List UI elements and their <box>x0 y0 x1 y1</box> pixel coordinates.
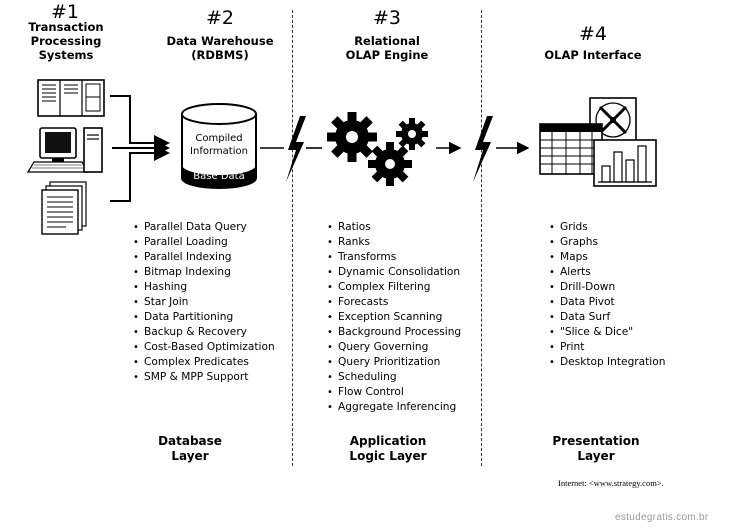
list-item: Graphs <box>549 235 665 250</box>
warehouse-feature-list: Parallel Data Query Parallel Loading Par… <box>133 220 275 385</box>
source-footnote: Internet: <www.strategy.com>. <box>558 478 664 488</box>
list-item: Print <box>549 340 665 355</box>
server-rack-icon <box>37 79 105 117</box>
list-item: SMP & MPP Support <box>133 370 275 385</box>
list-item: Backup & Recovery <box>133 325 275 340</box>
list-item: Query Prioritization <box>327 355 461 370</box>
cylinder-label-line1: Compiled <box>195 133 243 144</box>
list-item: Grids <box>549 220 665 235</box>
list-item: Star Join <box>133 295 275 310</box>
engine-feature-list: Ratios Ranks Transforms Dynamic Consolid… <box>327 220 461 415</box>
list-item: Forecasts <box>327 295 461 310</box>
list-item: Bitmap Indexing <box>133 265 275 280</box>
list-item: Parallel Indexing <box>133 250 275 265</box>
layer-label-application: Application Logic Layer <box>349 434 427 463</box>
lightning-bolt-icon <box>260 116 322 182</box>
documents-icon <box>41 181 87 235</box>
list-item: Aggregate Inferencing <box>327 400 461 415</box>
column-divider <box>481 10 482 466</box>
layer-label-database: Database Layer <box>158 434 222 463</box>
layer-label-presentation: Presentation Layer <box>552 434 640 463</box>
list-item: Ranks <box>327 235 461 250</box>
list-item: Complex Filtering <box>327 280 461 295</box>
list-item: Parallel Loading <box>133 235 275 250</box>
list-item: Parallel Data Query <box>133 220 275 235</box>
column-title: Data Warehouse (RDBMS) <box>166 34 274 62</box>
list-item: Complex Predicates <box>133 355 275 370</box>
data-warehouse-cylinder <box>181 103 257 189</box>
gears-icon <box>327 112 428 186</box>
lightning-bolt-icon <box>436 116 530 182</box>
column-title: Transaction Processing Systems <box>28 20 104 62</box>
interface-feature-list: Grids Graphs Maps Alerts Drill-Down Data… <box>549 220 665 370</box>
list-item: Flow Control <box>327 385 461 400</box>
cylinder-label-line2: Information <box>190 146 248 157</box>
list-item: Cost-Based Optimization <box>133 340 275 355</box>
source-arrows <box>110 95 170 202</box>
list-item: Query Governing <box>327 340 461 355</box>
watermark: estudegratis.com.br <box>615 512 709 523</box>
column-number: #2 <box>205 7 234 29</box>
list-item: Data Pivot <box>549 295 665 310</box>
column-title: OLAP Interface <box>544 48 642 62</box>
list-item: "Slice & Dice" <box>549 325 665 340</box>
list-item: Desktop Integration <box>549 355 665 370</box>
workstation-icon <box>26 127 103 173</box>
column-number: #4 <box>578 23 607 45</box>
cylinder-base-label: Base Data <box>193 171 245 182</box>
list-item: Transforms <box>327 250 461 265</box>
column-title: Relational OLAP Engine <box>345 34 429 62</box>
list-item: Background Processing <box>327 325 461 340</box>
list-item: Maps <box>549 250 665 265</box>
list-item: Drill-Down <box>549 280 665 295</box>
list-item: Scheduling <box>327 370 461 385</box>
list-item: Dynamic Consolidation <box>327 265 461 280</box>
olap-interface-icon <box>539 97 657 187</box>
list-item: Data Partitioning <box>133 310 275 325</box>
column-number: #1 <box>50 1 79 23</box>
column-number: #3 <box>372 7 401 29</box>
column-divider <box>292 10 293 466</box>
list-item: Ratios <box>327 220 461 235</box>
cylinder-label: Compiled Information <box>182 132 256 158</box>
list-item: Exception Scanning <box>327 310 461 325</box>
list-item: Hashing <box>133 280 275 295</box>
list-item: Alerts <box>549 265 665 280</box>
list-item: Data Surf <box>549 310 665 325</box>
